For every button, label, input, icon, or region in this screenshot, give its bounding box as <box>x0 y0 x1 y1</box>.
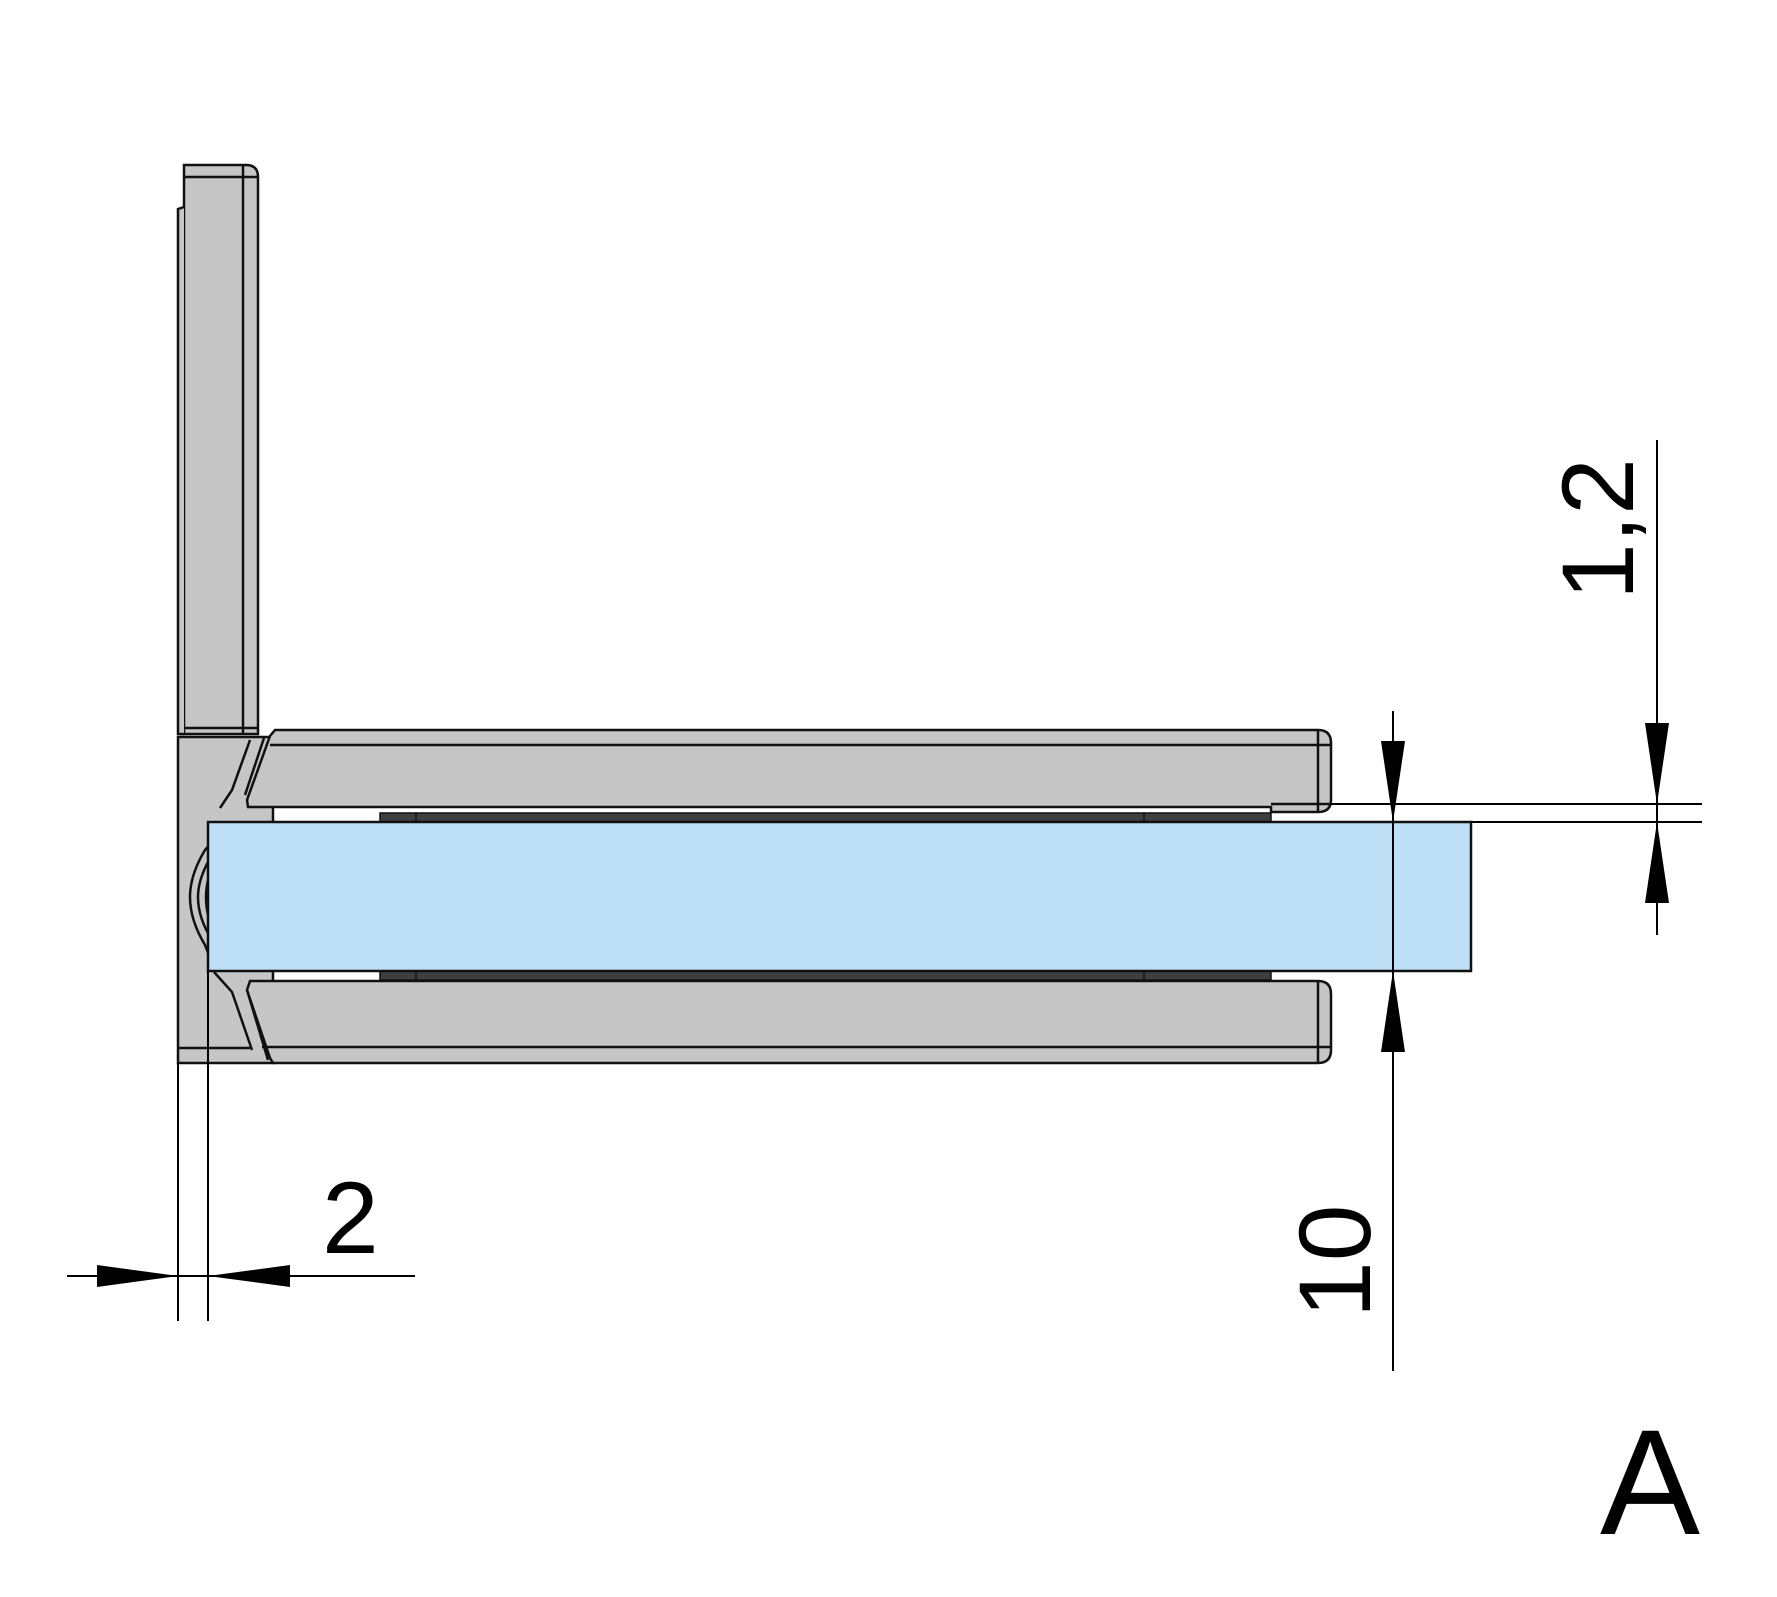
dimension-label-left-gap: 2 <box>322 1161 379 1275</box>
arrow-right-icon <box>97 1265 178 1287</box>
dimension-label-gasket-offset: 1,2 <box>1541 458 1655 600</box>
arrow-left-icon <box>208 1265 290 1287</box>
view-label: A <box>1600 1398 1700 1566</box>
arrow-up-icon <box>1645 822 1669 903</box>
dimension-left-gap <box>67 971 415 1321</box>
dimension-glass-thickness <box>1381 711 1405 1371</box>
dimension-gasket-offset <box>1330 440 1702 935</box>
vertical-plate <box>176 163 260 736</box>
upper-clamp-plate <box>218 728 1333 814</box>
lower-clamp-plate <box>213 971 1333 1065</box>
arrow-up-icon <box>1381 971 1405 1052</box>
glass-pane <box>206 820 1473 973</box>
arrow-down-icon <box>1645 723 1669 804</box>
arrow-down-icon <box>1381 741 1405 822</box>
dimension-label-glass-thickness: 10 <box>1278 1205 1392 1318</box>
